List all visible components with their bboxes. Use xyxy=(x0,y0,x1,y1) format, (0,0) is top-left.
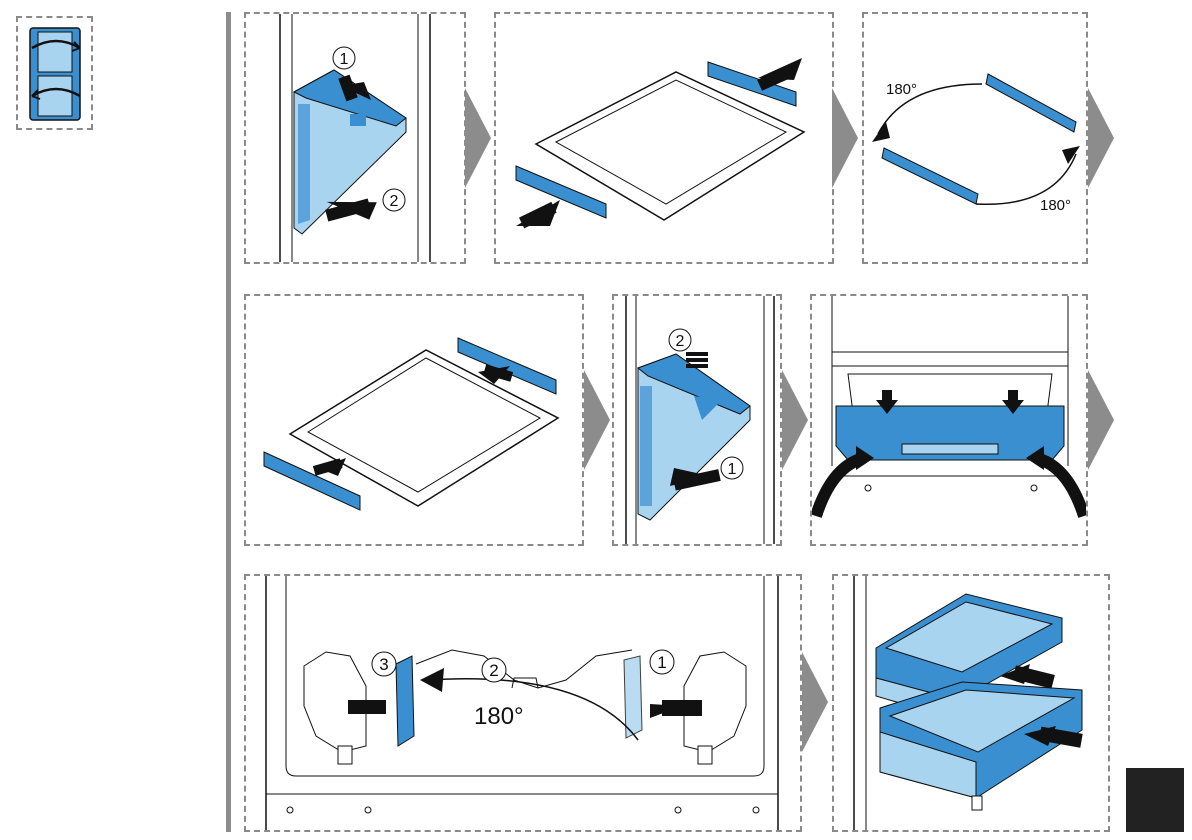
section-divider xyxy=(226,12,231,832)
next-step-arrow-icon xyxy=(463,88,493,188)
step-number: 1 xyxy=(728,461,737,478)
next-step-arrow-icon xyxy=(1086,88,1116,188)
step-insert-drawers-panel xyxy=(832,574,1110,832)
next-step-arrow-icon xyxy=(780,370,810,470)
step-attach-trim-panel xyxy=(810,294,1088,546)
angle-label: 180° xyxy=(886,81,917,98)
next-step-arrow-icon xyxy=(830,88,860,188)
door-swap-panel xyxy=(16,16,93,130)
page-tab-marker xyxy=(1126,768,1184,832)
step-attach-rails-panel xyxy=(244,294,584,546)
step-move-drawer-rails-panel: 3 2 1 180° xyxy=(244,574,802,832)
next-step-arrow-icon xyxy=(800,652,830,752)
step-number: 2 xyxy=(390,193,399,210)
step-insert-shelf-panel: 2 1 xyxy=(612,294,782,546)
step-remove-rails-panel xyxy=(494,12,834,264)
angle-label: 180° xyxy=(1040,197,1071,214)
step-number: 1 xyxy=(657,653,666,672)
next-step-arrow-icon xyxy=(582,370,612,470)
step-rotate-rails-panel: 180° 180° xyxy=(862,12,1088,264)
step-number: 3 xyxy=(379,655,388,674)
step-remove-shelf-panel: 1 2 xyxy=(244,12,466,264)
angle-label: 180° xyxy=(474,703,524,730)
step-number: 2 xyxy=(676,333,685,350)
step-number: 2 xyxy=(489,661,498,680)
next-step-arrow-icon xyxy=(1086,370,1116,470)
step-number: 1 xyxy=(340,51,349,68)
door-swap-icon xyxy=(18,18,93,130)
